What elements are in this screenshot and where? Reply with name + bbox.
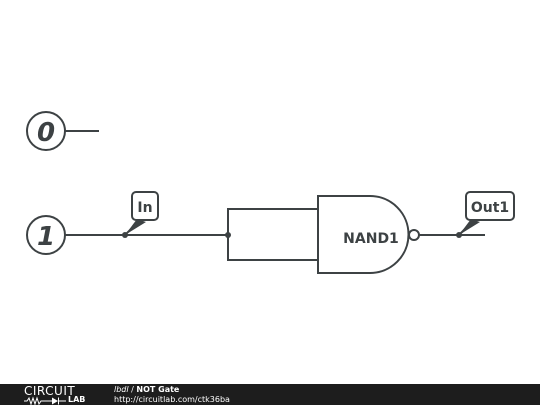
circuit-title[interactable]: NOT Gate — [136, 385, 180, 394]
schematic-canvas: 0 1 In NAND1 Out1 — [26, 111, 515, 274]
circuit-meta: lbdl / NOT Gate http://circuitlab.com/ct… — [114, 385, 230, 405]
footer-bar: CIRCUIT LAB lbdl / NOT Gate http://circu… — [0, 384, 540, 405]
input-source-1[interactable]: 1 — [26, 215, 66, 255]
net-label-out1-pointer — [459, 219, 480, 235]
input-source-0[interactable]: 0 — [26, 111, 66, 151]
logo-brand-top: CIRCUIT — [24, 384, 76, 398]
circuitlab-logo[interactable]: CIRCUIT LAB — [24, 385, 94, 405]
net-label-in-box — [131, 191, 159, 221]
gate-input-a-wire — [227, 208, 318, 235]
nand-gate-bubble — [408, 229, 420, 241]
resistor-diode-icon — [24, 396, 66, 405]
author-link[interactable]: lbdl — [114, 385, 129, 394]
net-label-out1-text: Out1 — [471, 200, 509, 216]
net-label-out1-box — [465, 191, 515, 221]
circuit-title-line: lbdl / NOT Gate — [114, 385, 230, 395]
nand-gate-body — [317, 195, 410, 274]
logo-brand-bottom: LAB — [68, 395, 86, 404]
input-source-0-value: 0 — [37, 118, 55, 148]
nand-gate[interactable]: NAND1 — [317, 195, 420, 274]
input-source-1-value: 1 — [37, 222, 55, 252]
net-label-in-text: In — [137, 200, 152, 216]
gate-input-b-wire — [227, 235, 318, 261]
net-label-in-pointer — [125, 219, 146, 235]
nand-gate-label: NAND1 — [343, 231, 399, 247]
net-label-in[interactable]: In — [124, 191, 159, 236]
title-separator: / — [131, 385, 134, 394]
net-label-out1[interactable]: Out1 — [458, 191, 515, 236]
circuit-url[interactable]: http://circuitlab.com/ctk36ba — [114, 395, 230, 404]
